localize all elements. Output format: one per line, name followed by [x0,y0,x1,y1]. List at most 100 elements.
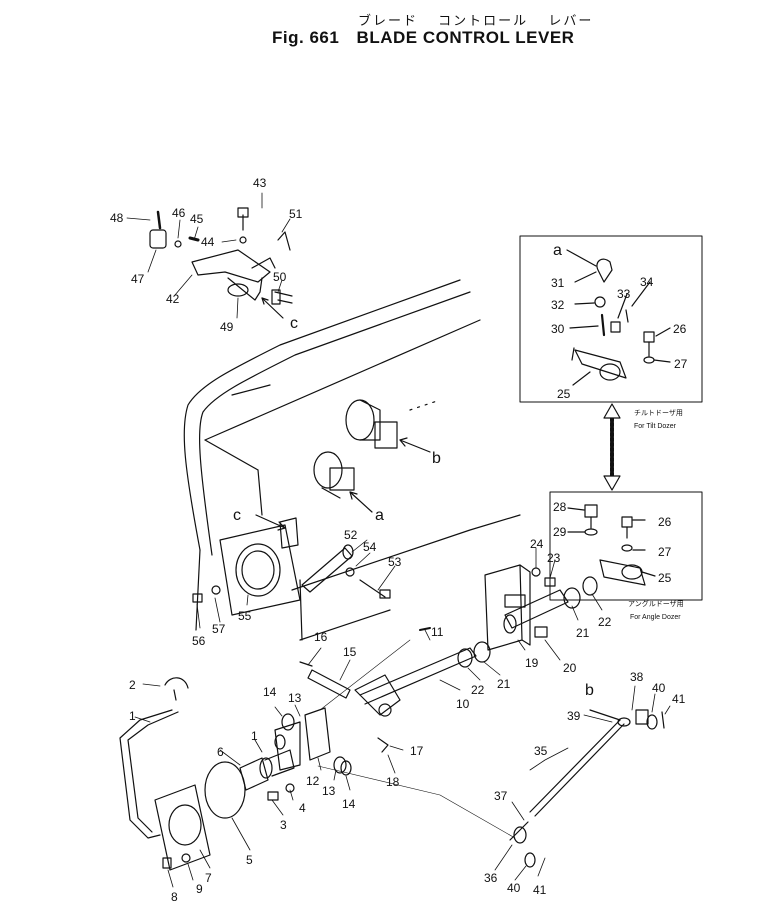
callout-a-inset: a [553,242,562,259]
part-label: 36 [484,871,498,885]
part-label: 24 [530,537,544,551]
part-label: 56 [192,634,206,648]
part-label: 55 [238,609,252,623]
callout-b-main: b [432,450,441,467]
figure-number: Fig. 661 [272,28,340,47]
callout-letters: c c a b a b [233,242,594,699]
figure-title: Fig. 661 BLADE CONTROL LEVER [272,28,574,48]
part-label: 42 [166,292,180,306]
part-label: 4 [299,801,306,815]
part-label: 19 [525,656,539,670]
part-label: 8 [171,890,178,904]
part-label: 37 [494,789,508,803]
part-label: 46 [172,206,186,220]
part-label: 9 [196,882,203,896]
lever-tube [299,627,477,717]
part-label: 22 [598,615,612,629]
part-label: 34 [640,275,654,289]
part-label: 29 [553,525,567,539]
part-label: 44 [201,235,215,249]
inset-tilt-dozer [519,235,703,403]
part-label: 21 [576,626,590,640]
part-label: 33 [617,287,631,301]
tilt-caption-jp: チルトドーザ用 [634,409,683,417]
part-label: 54 [363,540,377,554]
part-label: 25 [557,387,571,401]
jp-title-word: ブレード [358,14,419,29]
part-label: 57 [212,622,226,636]
figure-name: BLADE CONTROL LEVER [356,28,575,47]
part-label: 21 [497,677,511,691]
part-label: 35 [534,744,548,758]
part-label: 5 [246,853,253,867]
part-label: 27 [674,357,688,371]
part-label: 31 [551,276,565,290]
mount-bosses [313,399,398,499]
part-label: 47 [131,272,145,286]
part-label: 1 [129,709,136,723]
lever-lower [119,677,389,871]
part-label: 49 [220,320,234,334]
callout-c-mid: c [233,507,241,524]
part-label: 32 [551,298,565,312]
part-label: 14 [342,797,356,811]
rod-35 [509,709,665,868]
part-label: 26 [658,515,672,529]
part-label: 51 [289,207,303,221]
part-label: 45 [190,212,204,226]
part-label: 3 [280,818,287,832]
part-label: 6 [217,745,224,759]
part-label: 50 [273,270,287,284]
part-label: 30 [551,322,565,336]
part-label: 11 [431,625,444,639]
part-label: 48 [110,211,124,225]
part-label: 15 [343,645,357,659]
part-label: 10 [456,697,470,711]
part-label: 40 [652,681,666,695]
lever-assembly-top [149,207,293,305]
callout-arrows [255,297,621,721]
part-numbers: 1 1 2 3 4 5 6 7 8 9 10 11 12 13 13 14 14… [110,176,688,904]
part-label: 43 [253,176,267,190]
part-label: 25 [658,571,672,585]
part-label: 38 [630,670,644,684]
part-label: 2 [129,678,136,692]
part-label: 41 [533,883,547,897]
part-label: 20 [563,661,577,675]
jp-title-word: レバー [548,14,594,29]
figure-header: ブレード コントロール レバー Fig. 661 BLADE CONTROL L… [0,0,759,60]
mount-plate [192,517,391,616]
part-label: 13 [288,691,302,705]
japanese-title: ブレード コントロール レバー [358,10,607,29]
part-label: 26 [673,322,687,336]
part-label: 22 [471,683,485,697]
inset-angle-dozer [549,491,703,601]
part-label: 17 [410,744,424,758]
part-label: 18 [386,775,400,789]
part-label: 40 [507,881,521,895]
part-label: 52 [344,528,358,542]
jp-title-word: コントロール [438,14,529,29]
part-label: 28 [553,500,567,514]
part-label: 14 [263,685,277,699]
part-label: 16 [314,630,328,644]
cab-outline [183,279,521,641]
callout-a-main: a [375,507,384,524]
callout-c-top: c [290,315,298,332]
angle-caption-jp: アングルドーザ用 [628,599,684,608]
part-label: 23 [547,551,561,565]
part-label: 1 [251,729,258,743]
part-label: 12 [306,774,320,788]
part-label: 27 [658,545,672,559]
part-label: 41 [672,692,686,706]
inset-captions: チルトドーザ用 For Tilt Dozer アングルドーザ用 For Angl… [628,409,684,621]
part-label: 39 [567,709,581,723]
callout-b-rod: b [585,682,594,699]
part-label: 7 [205,871,212,885]
tilt-caption-en: For Tilt Dozer [634,423,677,430]
leader-lines [126,192,671,888]
part-label: 53 [388,555,402,569]
inset-link-arrow [603,403,621,491]
angle-caption-en: For Angle Dozer [630,614,681,621]
